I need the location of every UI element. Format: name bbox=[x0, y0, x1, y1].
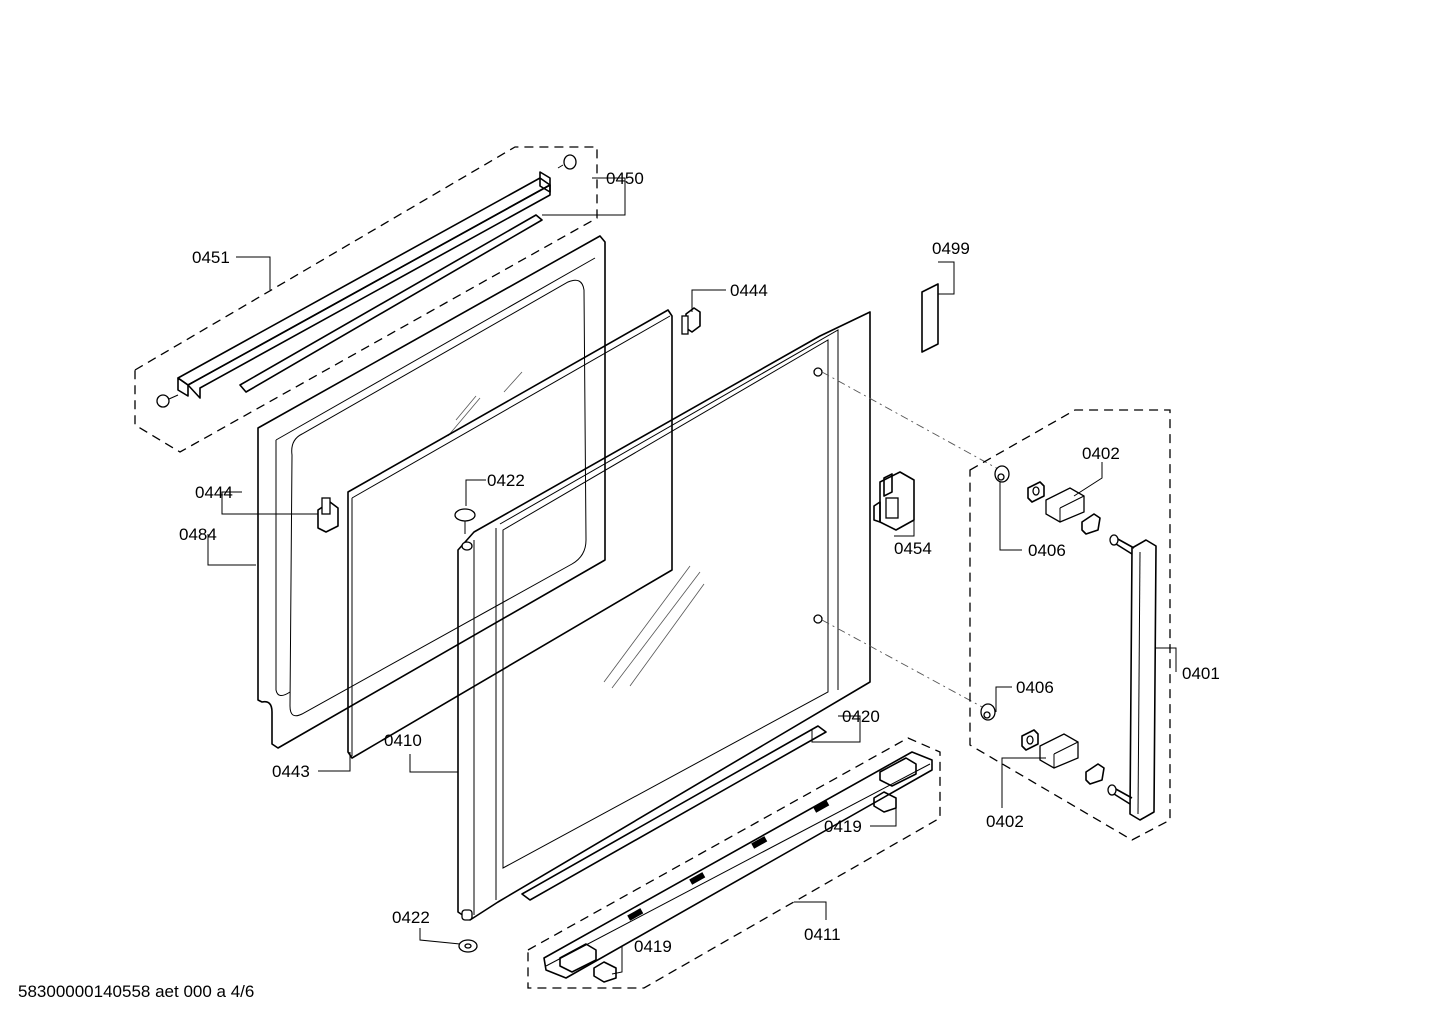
label-0406-lower: 0406 bbox=[1016, 678, 1054, 697]
part-0401-handle bbox=[1107, 534, 1157, 821]
part-0443-glass-pane bbox=[347, 309, 673, 759]
part-0406-bushing-upper bbox=[994, 465, 1010, 483]
label-0499: 0499 bbox=[932, 239, 970, 258]
part-screw-top-left bbox=[156, 394, 179, 408]
part-0499-sticker bbox=[921, 283, 939, 353]
label-0422-upper: 0422 bbox=[487, 471, 525, 490]
part-0419-clip-lower bbox=[593, 961, 617, 983]
part-0411-bottom-rail bbox=[543, 751, 933, 979]
label-0451: 0451 bbox=[192, 248, 230, 267]
part-0406-bushing-lower bbox=[980, 703, 996, 721]
label-0454: 0454 bbox=[894, 539, 932, 558]
label-0419-lower: 0419 bbox=[634, 937, 672, 956]
part-0410-outer-door bbox=[457, 311, 871, 921]
group-outline-0411 bbox=[527, 737, 941, 989]
part-0402-mount-upper bbox=[1027, 481, 1101, 535]
label-0444-upper: 0444 bbox=[730, 281, 768, 300]
part-0454-hinge-block bbox=[873, 471, 915, 531]
part-0422-washer-lower bbox=[458, 939, 478, 953]
group-outline-0451 bbox=[134, 146, 598, 453]
part-0422-screw-upper bbox=[454, 508, 476, 551]
label-0402-upper: 0402 bbox=[1082, 444, 1120, 463]
label-0401: 0401 bbox=[1182, 664, 1220, 683]
label-0422-lower: 0422 bbox=[392, 908, 430, 927]
label-0419-upper: 0419 bbox=[824, 817, 862, 836]
part-screw-top-right bbox=[557, 154, 577, 170]
part-0402-mount-lower bbox=[1021, 729, 1105, 785]
document-footer-id: 58300000140558 aet 000 a 4/6 bbox=[18, 982, 255, 1001]
label-0411: 0411 bbox=[804, 925, 841, 944]
label-0420: 0420 bbox=[842, 707, 880, 726]
label-0444-lower: 0444 bbox=[195, 483, 233, 502]
part-0444-clip-lower bbox=[317, 497, 339, 533]
part-0451-top-trim bbox=[177, 171, 551, 399]
leader-lines bbox=[207, 177, 1177, 975]
part-0450-strip bbox=[239, 214, 543, 393]
label-0450: 0450 bbox=[606, 169, 644, 188]
label-0410: 0410 bbox=[384, 731, 422, 750]
group-outline-0401 bbox=[969, 409, 1171, 841]
label-0443: 0443 bbox=[272, 762, 310, 781]
part-0444-clip-upper bbox=[681, 307, 701, 335]
part-0484-inner-panel bbox=[257, 235, 606, 749]
label-0484: 0484 bbox=[179, 525, 217, 544]
label-0406-upper: 0406 bbox=[1028, 541, 1066, 560]
label-0402-lower: 0402 bbox=[986, 812, 1024, 831]
part-0420-bottom-strip bbox=[521, 725, 827, 901]
